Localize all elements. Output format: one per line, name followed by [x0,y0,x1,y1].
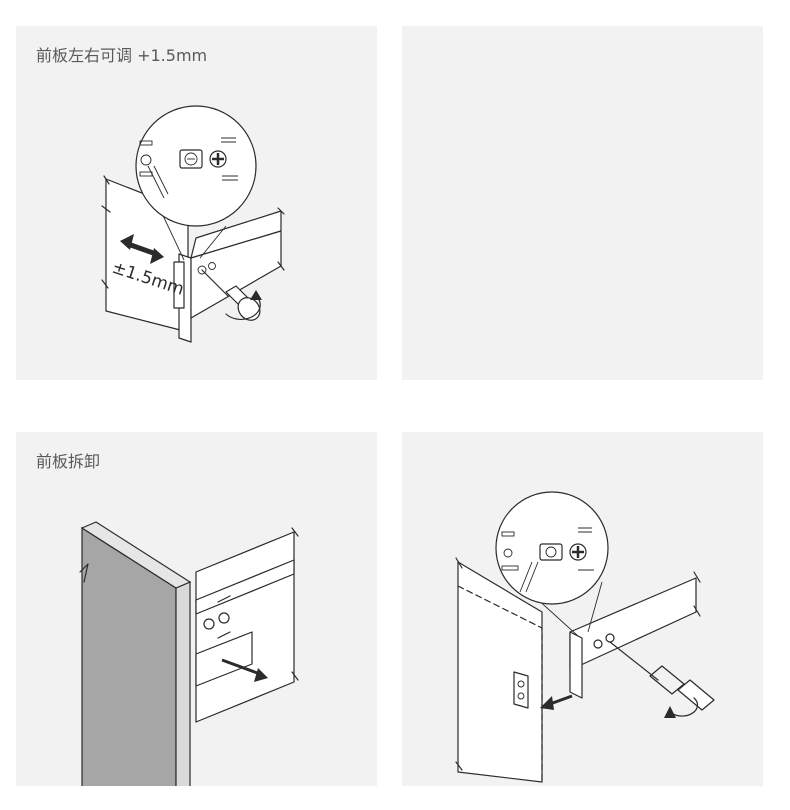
rail-break-marks [693,571,701,617]
magnified-detail [501,527,594,593]
adjust-screw-small [203,618,215,630]
front-panel-edge [175,581,191,786]
fitting-marks [217,595,231,639]
pull-arrow-icon [221,658,268,682]
front-removal-illustration [79,521,299,786]
panel-empty [402,26,763,380]
removed-front-outline [457,585,543,783]
drawer-rail [569,577,697,671]
screw-release-illustration [455,491,715,783]
front-panel-edge [569,631,583,699]
adjust-screw-small [197,265,207,275]
break-marks [79,563,89,583]
break-marks [291,527,299,681]
side-adjustment-illustration: ±1.5mm [101,105,285,343]
cross-screw-small [208,262,216,270]
adjust-screw-icon [539,543,563,561]
panel-screw-release [402,432,763,786]
adjust-screw-small [593,639,603,649]
mounting-bracket [513,671,529,709]
mounting-bracket [173,261,185,309]
front-panel-top [80,521,192,589]
panel-caption: 前板拆卸 [36,452,101,471]
break-marks [101,175,111,289]
pull-arrow-icon [540,694,573,710]
screwdriver-icon [609,641,715,711]
cross-screw-small [605,633,615,643]
double-arrow-icon [120,234,164,264]
rail-break-marks [277,207,285,271]
panel-caption: 前板左右可调 +1.5mm [36,46,208,65]
release-lever [195,631,253,687]
rotate-arrow-icon [664,697,699,718]
rotate-arrow-icon [225,290,262,321]
cross-screw-small [218,612,230,624]
panel-front-removal: 前板拆卸 [16,432,377,786]
magnified-detail [139,137,238,199]
panel-side-adjustment: 前板左右可调 +1.5mm [16,26,377,380]
break-marks [455,557,463,771]
